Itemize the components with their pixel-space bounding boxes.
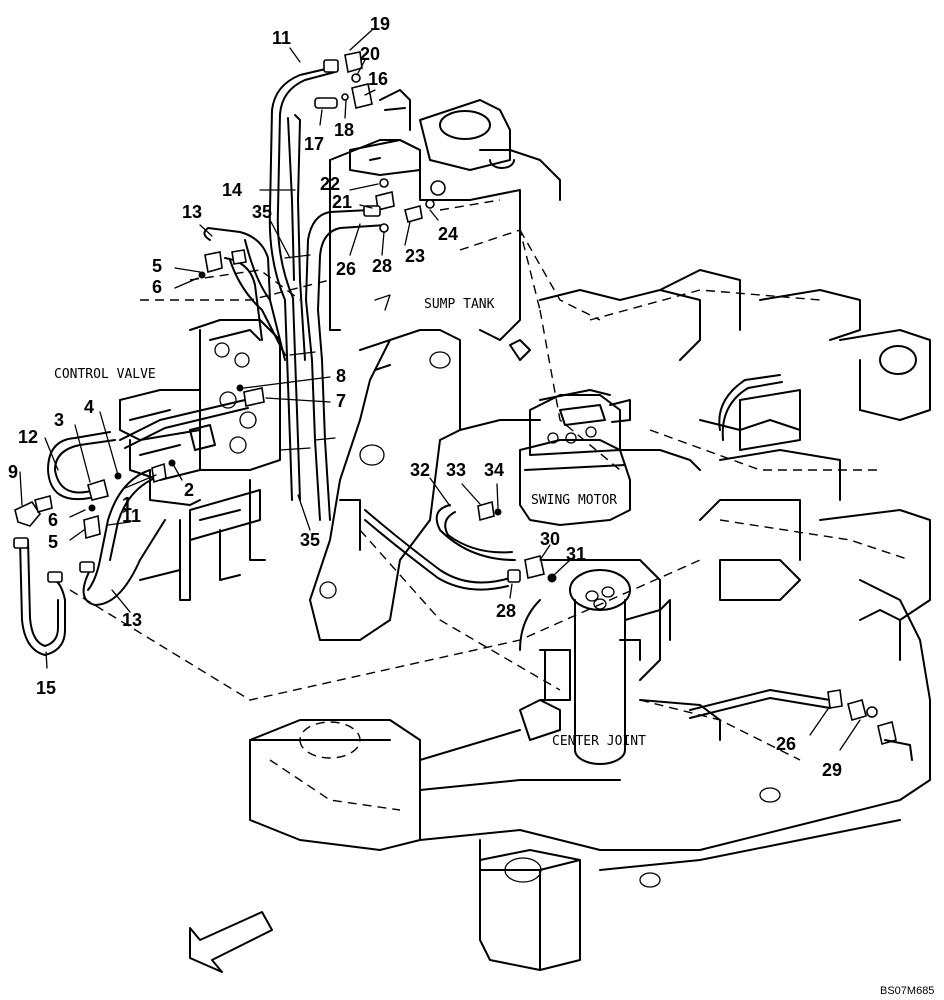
callout-13-bottom: 13 bbox=[122, 610, 142, 630]
callout-28-top: 28 bbox=[372, 256, 392, 276]
callout-4: 4 bbox=[84, 397, 94, 417]
callout-2: 2 bbox=[184, 480, 194, 500]
control-valve bbox=[119, 319, 281, 601]
callout-20: 20 bbox=[360, 44, 380, 64]
callout-3: 3 bbox=[54, 410, 64, 430]
label-control-valve: CONTROL VALVE bbox=[54, 367, 156, 382]
component-labels: CONTROL VALVE SUMP TANK SWING MOTOR CENT… bbox=[54, 297, 934, 997]
callout-24: 24 bbox=[438, 224, 458, 244]
callout-6-top: 6 bbox=[152, 277, 162, 297]
callout-13-top: 13 bbox=[182, 202, 202, 222]
callout-9: 9 bbox=[8, 462, 18, 482]
callout-14: 14 bbox=[222, 180, 242, 200]
label-swing-motor: SWING MOTOR bbox=[531, 493, 617, 508]
callout-26-bottom: 26 bbox=[776, 734, 796, 754]
callout-31: 31 bbox=[566, 544, 586, 564]
callout-7: 7 bbox=[336, 391, 346, 411]
swing-motor bbox=[519, 389, 701, 526]
callout-26-top: 26 bbox=[336, 259, 356, 279]
callout-11-top: 11 bbox=[272, 28, 291, 48]
callout-5-bottom: 5 bbox=[48, 532, 58, 552]
label-sump-tank: SUMP TANK bbox=[424, 297, 495, 312]
direction-arrow-icon bbox=[189, 911, 273, 973]
callout-19: 19 bbox=[370, 14, 390, 34]
callout-35-top: 35 bbox=[252, 202, 272, 222]
callout-28-bottom: 28 bbox=[496, 601, 516, 621]
callout-1: 1 bbox=[122, 494, 132, 514]
drawing-code: BS07M685 bbox=[880, 985, 934, 997]
callout-5-top: 5 bbox=[152, 256, 162, 276]
callout-11-bottom: 11 bbox=[122, 506, 141, 526]
sump-tank bbox=[329, 89, 561, 341]
callout-32: 32 bbox=[410, 460, 430, 480]
callout-17: 17 bbox=[304, 134, 324, 154]
callout-34: 34 bbox=[484, 460, 504, 480]
callout-29: 29 bbox=[822, 760, 842, 780]
fittings bbox=[13, 51, 913, 761]
callout-18: 18 bbox=[334, 120, 354, 140]
label-center-joint: CENTER JOINT bbox=[552, 734, 646, 749]
callout-30: 30 bbox=[540, 529, 560, 549]
callout-23: 23 bbox=[405, 246, 425, 266]
callout-35-bottom: 35 bbox=[300, 530, 320, 550]
callout-15: 15 bbox=[36, 678, 56, 698]
callout-12: 12 bbox=[18, 427, 38, 447]
callout-22: 22 bbox=[320, 174, 340, 194]
callout-6-bottom: 6 bbox=[48, 510, 58, 530]
center-joint bbox=[519, 559, 721, 765]
boom-bracket bbox=[309, 329, 541, 641]
callout-33: 33 bbox=[446, 460, 466, 480]
callout-8: 8 bbox=[336, 366, 346, 386]
leader-lines bbox=[19, 29, 861, 751]
callout-numbers: 11 19 20 16 17 18 22 21 14 13 35 24 23 2… bbox=[8, 14, 842, 780]
callout-21: 21 bbox=[332, 192, 352, 212]
upper-frame bbox=[539, 269, 931, 781]
lower-frame bbox=[249, 719, 931, 971]
frame-outline bbox=[69, 229, 911, 811]
callout-16: 16 bbox=[368, 69, 388, 89]
hoses bbox=[19, 67, 831, 719]
